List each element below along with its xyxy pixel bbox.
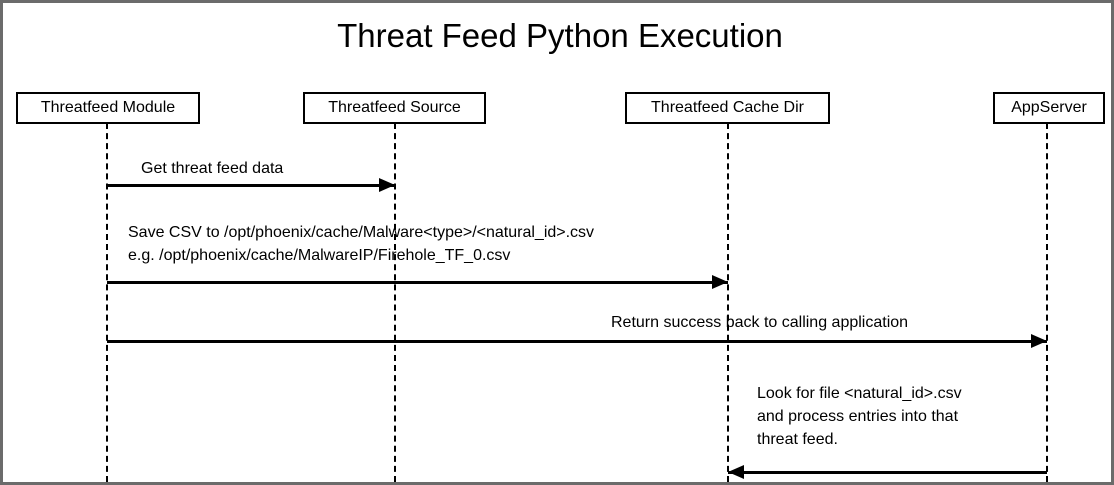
participant-label: Threatfeed Module (40, 99, 176, 116)
lifeline-threatfeed-module (106, 123, 108, 482)
message-label-save-csv: Save CSV to /opt/phoenix/cache/Malware<t… (128, 224, 595, 264)
message-label-return-success: Return success back to calling applicati… (611, 314, 909, 331)
participant-label: Threatfeed Cache Dir (651, 99, 804, 116)
participant-box-appserver[interactable]: AppServer (993, 92, 1105, 124)
participant-label: AppServer (1011, 99, 1087, 116)
participant-box-threatfeed-cache-dir[interactable]: Threatfeed Cache Dir (625, 92, 830, 124)
arrow-head-right-icon (712, 275, 728, 289)
message-line-look-for-file (728, 471, 1047, 474)
arrow-head-right-icon (379, 178, 395, 192)
message-line-return-success (107, 340, 1047, 343)
message-line-get-threat-feed-data (107, 184, 395, 187)
participant-box-threatfeed-source[interactable]: Threatfeed Source (303, 92, 486, 124)
lifeline-threatfeed-source (394, 123, 396, 482)
participant-box-threatfeed-module[interactable]: Threatfeed Module (16, 92, 200, 124)
lifeline-threatfeed-cache-dir (727, 123, 729, 482)
arrow-head-left-icon (728, 465, 744, 479)
lifeline-appserver (1046, 123, 1048, 482)
page-title: Threat Feed Python Execution (337, 17, 783, 54)
message-label-get-threat-feed-data: Get threat feed data (141, 160, 284, 177)
message-label-look-for-file: Look for file <natural_id>.csv and proce… (757, 385, 962, 448)
message-line-save-csv (107, 281, 728, 284)
participant-label: Threatfeed Source (328, 99, 461, 116)
arrow-head-right-icon (1031, 334, 1047, 348)
